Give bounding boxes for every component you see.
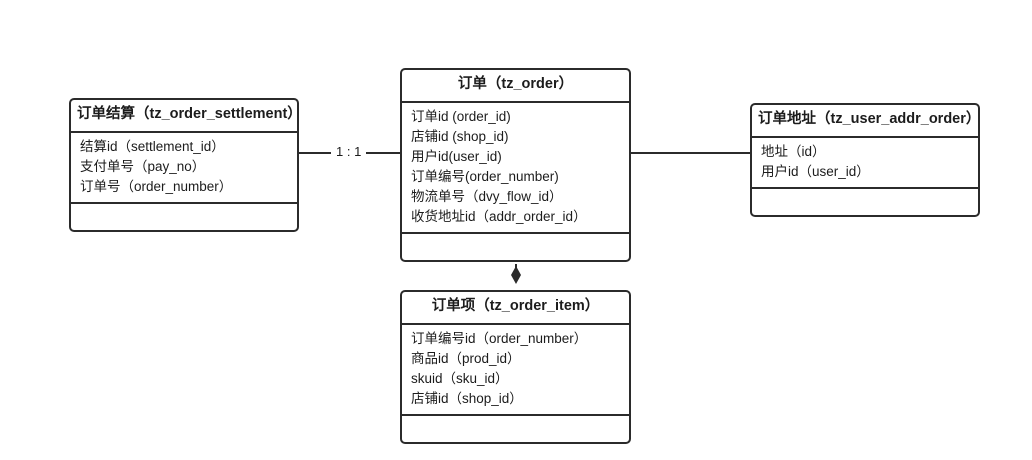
attribute-row: 支付单号（pay_no） [80, 158, 206, 174]
entity-title-table: tz_order [501, 76, 559, 92]
entity-title-tz-order-item: 订单项（tz_order_item） [402, 292, 629, 325]
attribute-row: 用户id（user_id） [761, 163, 870, 179]
entity-title-tz-user-addr-order: 订单地址（tz_user_addr_order） [752, 105, 980, 138]
attribute-list-tz-order-item: 订单编号id（order_number） 商品id（prod_id） skuid… [402, 325, 629, 416]
attribute-row: skuid（sku_id） [411, 370, 509, 386]
attribute-list-tz-user-addr-order: 地址（id） 用户id（user_id） [752, 138, 978, 189]
connector-order-address [630, 152, 752, 154]
entity-tz-order-item[interactable]: 订单项（tz_order_item） 订单编号id（order_number） … [400, 290, 631, 444]
entity-title-tz-order-settlement: 订单结算（tz_order_settlement） [71, 100, 302, 133]
entity-title-table: tz_order_settlement [149, 106, 288, 122]
entity-title-cn: 订单 [457, 76, 487, 92]
attribute-row: 用户id(user_id) [411, 148, 502, 164]
entity-title-cn: 订单地址 [758, 111, 816, 127]
entity-tz-order-settlement[interactable]: 订单结算（tz_order_settlement） 结算id（settlemen… [69, 98, 302, 232]
attribute-row: 店铺id (shop_id) [411, 128, 509, 144]
entity-footer-tz-order-item [402, 416, 629, 442]
attribute-row: 订单编号id（order_number） [411, 330, 588, 346]
entity-footer-tz-order-settlement [71, 204, 297, 230]
attribute-row: 订单编号(order_number) [411, 168, 559, 184]
entity-footer-tz-order [402, 234, 629, 260]
attribute-row: 地址（id） [761, 143, 826, 159]
entity-title-table: tz_user_addr_order [830, 111, 966, 127]
attribute-row: 物流单号（dvy_flow_id） [411, 188, 563, 204]
entity-tz-user-addr-order[interactable]: 订单地址（tz_user_addr_order） 地址（id） 用户id（use… [750, 103, 980, 217]
attribute-row: 商品id（prod_id） [411, 350, 521, 366]
attribute-row: 订单id (order_id) [411, 108, 511, 124]
attribute-list-tz-order-settlement: 结算id（settlement_id） 支付单号（pay_no） 订单号（ord… [71, 133, 297, 204]
entity-footer-tz-user-addr-order [752, 189, 978, 215]
attribute-row: 订单号（order_number） [80, 178, 233, 194]
entity-title-table: tz_order_item [489, 298, 585, 314]
entity-tz-order[interactable]: 订单（tz_order） 订单id (order_id) 店铺id (shop_… [400, 68, 631, 262]
entity-title-tz-order: 订单（tz_order） [402, 70, 629, 103]
attribute-row: 店铺id（shop_id） [411, 390, 523, 406]
attribute-row: 收货地址id（addr_order_id） [411, 208, 587, 224]
entity-title-cn: 订单结算 [77, 106, 135, 122]
entity-title-cn: 订单项 [431, 298, 476, 314]
attribute-list-tz-order: 订单id (order_id) 店铺id (shop_id) 用户id(user… [402, 103, 629, 234]
attribute-row: 结算id（settlement_id） [80, 138, 225, 154]
relationship-label-settlement-order: 1 : 1 [331, 144, 367, 159]
